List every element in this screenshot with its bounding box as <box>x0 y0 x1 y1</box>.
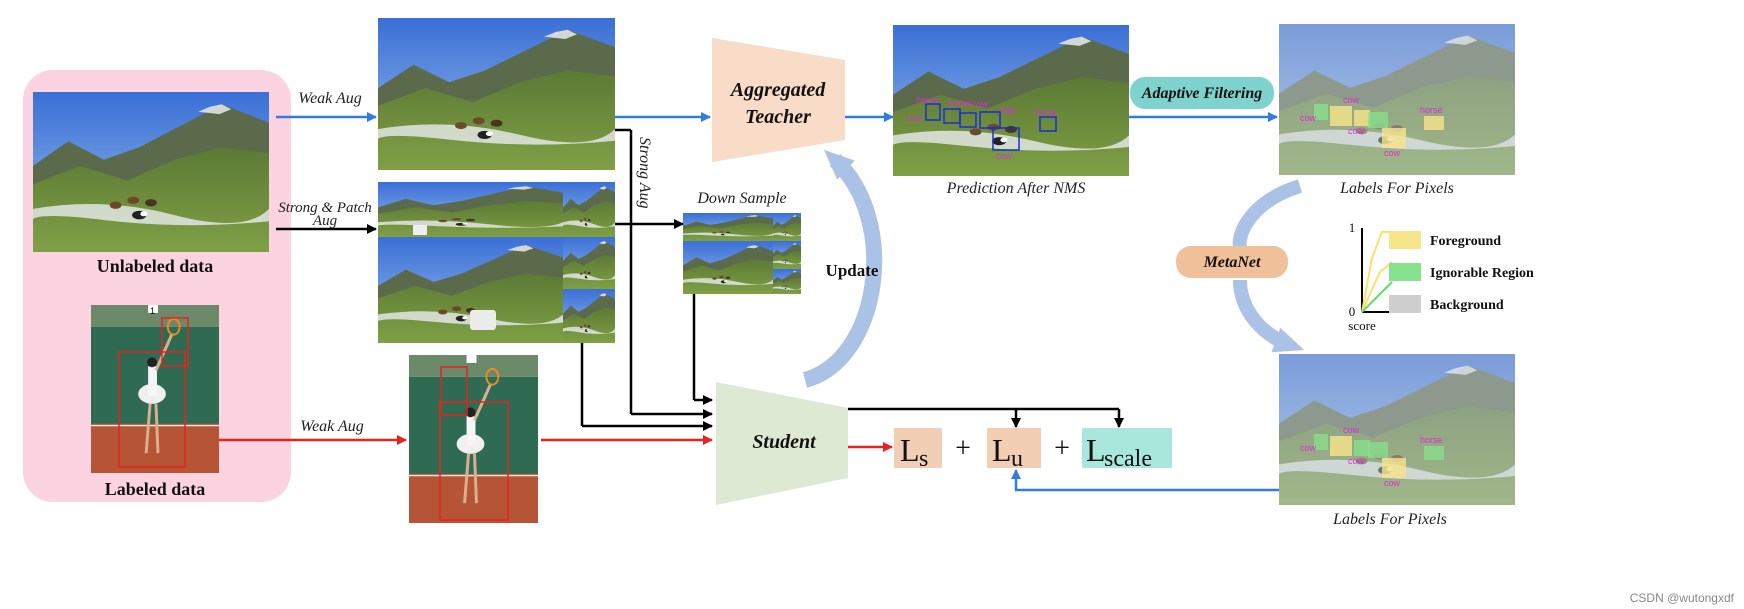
pred-label-4: dog <box>1000 105 1015 115</box>
loss-u-main: L <box>992 432 1012 468</box>
legend-label-foreground: Foreground <box>1430 234 1501 249</box>
pixel-label-top-0: cow <box>1343 95 1360 105</box>
score-legend: 1 0 score Foreground Ignorable Region Ba… <box>1348 220 1534 333</box>
pixel-label-top-4: cow <box>1384 148 1401 158</box>
loss-scale-sub: scale <box>1104 446 1152 472</box>
pixel-label-top-1: cow <box>1300 113 1317 123</box>
adaptive-filtering-label: Adaptive Filtering <box>1141 85 1262 102</box>
aggregated-teacher-label-line1: Aggregated <box>729 79 826 101</box>
pred-label-6: cow <box>996 151 1013 161</box>
legend-swatch-foreground <box>1389 231 1421 249</box>
plus-sign-1: + <box>955 433 971 464</box>
pixel-label-bottom-2: cow <box>1348 456 1365 466</box>
pixel-label-bottom-0: cow <box>1343 425 1360 435</box>
pred-label-3: cow <box>972 99 989 109</box>
loss-u-sub: u <box>1011 446 1023 472</box>
pixel-label-top-2: cow <box>1348 126 1365 136</box>
loss-u-box <box>987 428 1041 468</box>
loss-s-box <box>894 428 942 468</box>
loss-s-main: L <box>900 432 920 468</box>
prediction-after-nms-label: Prediction After NMS <box>946 180 1086 197</box>
pixel-label-top-3: horse <box>1420 105 1443 115</box>
adaptive-filtering-box <box>1130 77 1274 109</box>
plus-sign-2: + <box>1054 433 1070 464</box>
student-label: Student <box>752 431 817 453</box>
loss-scale-box <box>1082 428 1172 468</box>
pred-label-5: horse <box>1034 107 1057 117</box>
legend-axis-label: score <box>1348 318 1376 333</box>
strong-patch-aug-label-line2: Aug <box>312 213 338 229</box>
legend-y-bottom: 0 <box>1349 304 1356 319</box>
down-sample-image <box>683 213 801 294</box>
unlabeled-data-label: Unlabeled data <box>97 256 214 276</box>
pixel-label-bottom-1: cow <box>1300 443 1317 453</box>
weak-aug-top-label: Weak Aug <box>298 90 362 107</box>
legend-y-top: 1 <box>1349 220 1356 235</box>
prediction-image: horse cow horse cow dog horse cow <box>893 25 1129 176</box>
weak-aug-labeled-image <box>409 355 538 523</box>
pixel-labels-image-bottom: cow cow cow horse cow <box>1279 354 1515 505</box>
labels-for-pixels-top-label: Labels For Pixels <box>1339 180 1454 197</box>
weak-aug-image <box>378 18 615 170</box>
legend-swatch-background <box>1389 295 1421 313</box>
pixel-labels-image-top: cow cow cow horse cow <box>1279 24 1515 175</box>
aggregated-teacher-block <box>712 38 845 162</box>
aggregated-teacher-label-line2: Teacher <box>745 106 811 128</box>
strong-aug-label: Strong Aug <box>636 137 653 209</box>
pixels-to-loss-u-arrow <box>1011 469 1279 492</box>
legend-swatch-ignorable <box>1389 263 1421 281</box>
weak-aug-bottom-label: Weak Aug <box>300 418 364 435</box>
metanet-arc-bottom <box>1233 279 1305 353</box>
pred-label-2: horse <box>948 98 971 108</box>
down-sample-label: Down Sample <box>696 190 786 207</box>
update-label: Update <box>826 261 879 280</box>
tennis-number: 1 <box>150 306 155 316</box>
pixel-label-bottom-3: horse <box>1420 435 1443 445</box>
labeled-data-label: Labeled data <box>105 479 206 499</box>
unlabeled-image <box>33 92 269 252</box>
loss-scale-main: L <box>1086 432 1106 468</box>
legend-label-ignorable: Ignorable Region <box>1430 266 1534 281</box>
pred-label-1: cow <box>906 113 923 123</box>
strong-patch-aug-label-line1: Strong & Patch <box>278 200 372 216</box>
labels-for-pixels-bottom-label: Labels For Pixels <box>1332 511 1447 528</box>
update-arc <box>802 149 883 388</box>
watermark: CSDN @wutongxdf <box>1629 591 1734 605</box>
metanet-arc-top <box>1232 179 1303 250</box>
strong-aug-mosaic <box>378 182 615 343</box>
pixel-label-bottom-4: cow <box>1384 478 1401 488</box>
pred-label-0: horse <box>916 95 939 105</box>
metanet-label: MetaNet <box>1203 254 1261 271</box>
legend-label-background: Background <box>1430 298 1504 313</box>
loss-s-sub: s <box>919 446 928 472</box>
student-block <box>716 382 848 505</box>
metanet-box <box>1176 246 1288 278</box>
labeled-image: 1 <box>91 305 219 473</box>
